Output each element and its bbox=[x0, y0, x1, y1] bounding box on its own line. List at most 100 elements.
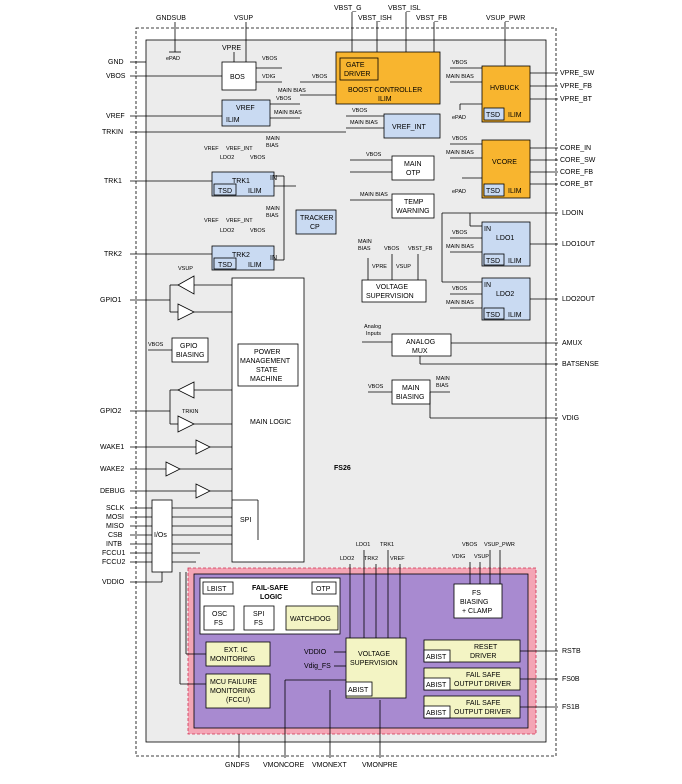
pin-core-bt: CORE_BT bbox=[560, 181, 594, 188]
svg-text:OUTPUT DRIVER: OUTPUT DRIVER bbox=[454, 681, 511, 688]
svg-text:VPRE: VPRE bbox=[222, 45, 241, 52]
svg-text:LDO2: LDO2 bbox=[496, 291, 514, 298]
svg-text:MACHINE: MACHINE bbox=[250, 376, 283, 383]
pin-core-fb: CORE_FB bbox=[560, 169, 593, 176]
pin-gndfs: GNDFS bbox=[225, 762, 250, 769]
svg-text:TSD: TSD bbox=[486, 312, 500, 319]
pin-vbst-isl: VBST_ISL bbox=[388, 5, 421, 12]
ios-block: I/Os bbox=[151, 499, 232, 685]
pin-mosi: MOSI bbox=[106, 514, 124, 521]
svg-text:ILIM: ILIM bbox=[248, 188, 262, 195]
svg-text:ABIST: ABIST bbox=[348, 687, 369, 694]
svg-text:VREF: VREF bbox=[204, 146, 219, 152]
pin-gnd: GND bbox=[108, 59, 124, 66]
svg-text:ePAD: ePAD bbox=[452, 115, 466, 121]
ldo2-block: IN LDO2 TSD ILIM VBOS MAIN BIAS bbox=[441, 213, 531, 321]
fs0b-driver-block: ABIST FAIL SAFE OUTPUT DRIVER bbox=[423, 667, 521, 691]
pin-fs0b: FS0B bbox=[562, 676, 580, 683]
pin-vbst-g: VBST_G bbox=[334, 5, 362, 12]
svg-text:ABIST: ABIST bbox=[426, 654, 447, 661]
svg-text:MAIN BIAS: MAIN BIAS bbox=[278, 88, 306, 94]
svg-text:CP: CP bbox=[310, 224, 320, 231]
main-biasing-block: MAIN BIASING VBOS MAIN BIAS bbox=[368, 376, 450, 418]
fs-voltage-supervision-block: LDO2 LDO1 TRK2 TRK1 VREF VOLTAGE SUPERVI… bbox=[285, 542, 407, 699]
svg-text:VBST_FB: VBST_FB bbox=[408, 246, 433, 252]
gpio-biasing-block: GPIO BIASING VBOS bbox=[148, 337, 209, 363]
svg-text:MCU FAILURE: MCU FAILURE bbox=[210, 679, 257, 686]
reset-driver-block: ABIST RESET DRIVER bbox=[423, 639, 521, 663]
svg-text:IN: IN bbox=[270, 255, 277, 262]
mcu-failure-monitoring-block: MCU FAILURE MONITORING (FCCU) bbox=[205, 673, 271, 709]
svg-text:VBOS: VBOS bbox=[262, 56, 278, 62]
trk2-block: VREF VREF_INT MAIN BIAS LDO2 VBOS TRK2 T… bbox=[204, 206, 280, 271]
svg-text:LDO2: LDO2 bbox=[340, 556, 354, 562]
pin-vsup-pwr: VSUP_PWR bbox=[486, 15, 525, 22]
svg-text:DRIVER: DRIVER bbox=[470, 653, 496, 660]
pin-ldo1out: LDO1OUT bbox=[562, 241, 596, 248]
svg-text:VSUP: VSUP bbox=[474, 554, 489, 560]
left-pins: GND VBOS VREF TRKIN TRK1 TRK2 GPIO1 GPIO… bbox=[100, 59, 346, 586]
svg-text:TSD: TSD bbox=[218, 262, 232, 269]
chip-name: FS26 bbox=[334, 465, 351, 472]
pin-trk1: TRK1 bbox=[104, 178, 122, 185]
pin-gpio1: GPIO1 bbox=[100, 297, 122, 304]
svg-text:BIASING: BIASING bbox=[176, 352, 204, 359]
svg-text:ANALOG: ANALOG bbox=[406, 339, 435, 346]
svg-text:ILIM: ILIM bbox=[508, 312, 522, 319]
pin-ldoin: LDOIN bbox=[562, 210, 583, 217]
pin-trk2: TRK2 bbox=[104, 251, 122, 258]
svg-text:MAIN BIAS: MAIN BIAS bbox=[360, 192, 388, 198]
svg-text:VBOS: VBOS bbox=[452, 136, 468, 142]
svg-text:MAIN: MAIN bbox=[358, 239, 372, 245]
svg-text:MAIN BIAS: MAIN BIAS bbox=[274, 110, 302, 116]
svg-text:MAIN: MAIN bbox=[404, 161, 422, 168]
svg-text:ePAD: ePAD bbox=[452, 189, 466, 195]
svg-text:TRK2: TRK2 bbox=[232, 252, 250, 259]
svg-text:EXT. IC: EXT. IC bbox=[224, 647, 248, 654]
pin-vpre-fb: VPRE_FB bbox=[560, 83, 592, 90]
svg-text:TSD: TSD bbox=[486, 188, 500, 195]
svg-text:BIAS: BIAS bbox=[266, 143, 279, 149]
svg-text:VBOS: VBOS bbox=[384, 246, 400, 252]
pin-vbst-fb: VBST_FB bbox=[416, 15, 447, 22]
svg-text:FS: FS bbox=[472, 590, 481, 597]
svg-text:VSUP: VSUP bbox=[178, 266, 193, 272]
pin-amux: AMUX bbox=[562, 340, 583, 347]
svg-text:ABIST: ABIST bbox=[426, 682, 447, 689]
svg-text:MONITORING: MONITORING bbox=[210, 656, 255, 663]
analog-mux-block: Analog Inputs ANALOG MUX bbox=[362, 324, 452, 364]
svg-text:I/Os: I/Os bbox=[154, 532, 167, 539]
pin-vmonext: VMONEXT bbox=[312, 762, 347, 769]
svg-text:BOOST CONTROLLER: BOOST CONTROLLER bbox=[348, 87, 422, 94]
svg-text:TRK1: TRK1 bbox=[380, 542, 394, 548]
svg-text:MAIN BIAS: MAIN BIAS bbox=[446, 300, 474, 306]
svg-text:+ CLAMP: + CLAMP bbox=[462, 608, 492, 615]
svg-text:MAIN: MAIN bbox=[402, 385, 420, 392]
main-logic-block: POWER MANAGEMENT STATE MACHINE MAIN LOGI… bbox=[231, 277, 305, 563]
svg-text:MAIN BIAS: MAIN BIAS bbox=[446, 74, 474, 80]
svg-text:ILIM: ILIM bbox=[508, 188, 522, 195]
svg-text:ILIM: ILIM bbox=[378, 96, 392, 103]
svg-text:SPI: SPI bbox=[253, 611, 264, 618]
svg-text:TSD: TSD bbox=[486, 112, 500, 119]
svg-text:VREF: VREF bbox=[204, 218, 219, 224]
pin-vmonpre: VMONPRE bbox=[362, 762, 398, 769]
epad-label: ePAD bbox=[166, 56, 180, 62]
svg-text:IN: IN bbox=[484, 226, 491, 233]
svg-text:(FCCU): (FCCU) bbox=[226, 697, 250, 704]
svg-text:LDO2: LDO2 bbox=[220, 228, 234, 234]
ldo1-block: IN LDO1 TSD ILIM VBOS MAIN BIAS bbox=[446, 221, 531, 267]
svg-text:RESET: RESET bbox=[474, 644, 498, 651]
svg-text:VBOS: VBOS bbox=[452, 286, 468, 292]
svg-text:IN: IN bbox=[484, 282, 491, 289]
svg-text:VBOS: VBOS bbox=[148, 342, 164, 348]
svg-text:VREF_INT: VREF_INT bbox=[226, 146, 253, 152]
svg-text:WATCHDOG: WATCHDOG bbox=[290, 616, 331, 623]
pin-vdig: VDIG bbox=[562, 415, 579, 422]
svg-text:VOLTAGE: VOLTAGE bbox=[376, 284, 408, 291]
svg-text:VDIG: VDIG bbox=[452, 554, 465, 560]
pin-core-sw: CORE_SW bbox=[560, 157, 596, 164]
svg-text:TRACKER: TRACKER bbox=[300, 215, 333, 222]
svg-text:TRK2: TRK2 bbox=[364, 556, 378, 562]
